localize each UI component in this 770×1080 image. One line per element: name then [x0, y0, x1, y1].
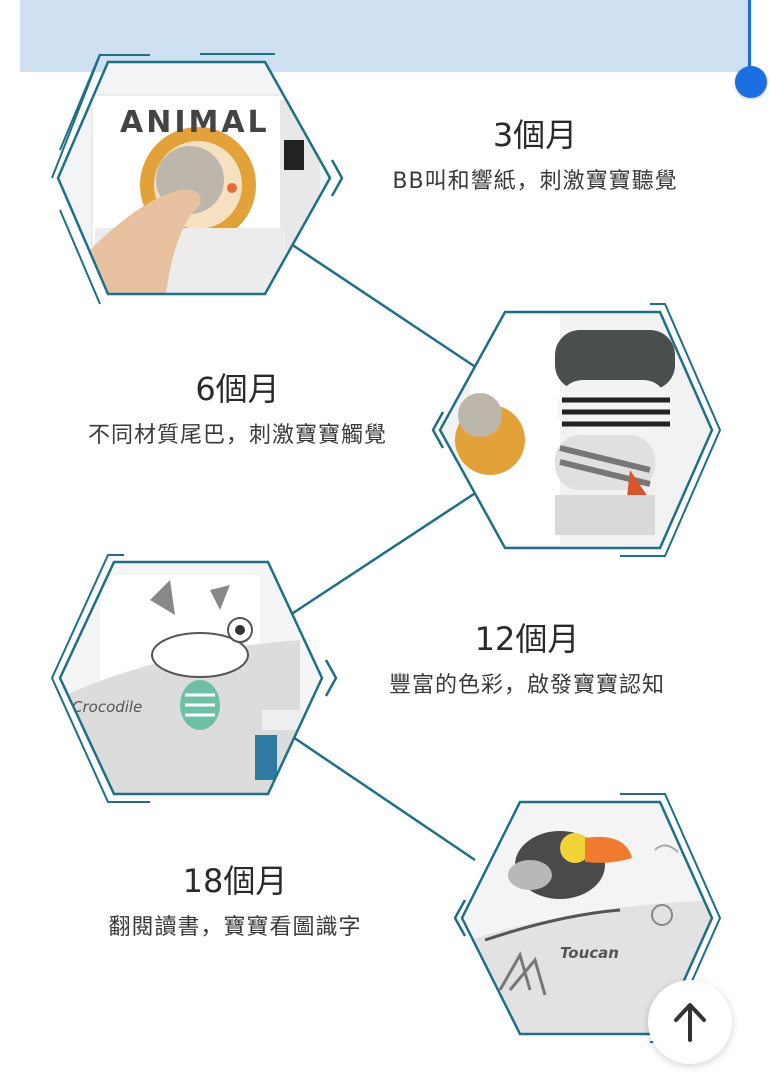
- scroll-to-top-button[interactable]: [648, 980, 732, 1064]
- scrollbar-track[interactable]: [748, 0, 751, 82]
- stage-title: 12個月: [474, 620, 580, 658]
- connector-lines: [284, 238, 481, 862]
- photo-label-animal: ANIMAL: [120, 105, 270, 140]
- stage-18-months: 18個月 翻閱讀書，寶寶看圖識字: [70, 862, 400, 941]
- stage-description: 翻閱讀書，寶寶看圖識字: [108, 915, 362, 941]
- stage-6-months: 6個月 不同材質尾巴，刺激寶寶觸覺: [55, 370, 420, 449]
- stage-title: 18個月: [182, 862, 288, 900]
- stage-description: BB叫和響紙，刺激寶寶聽覺: [392, 169, 678, 195]
- hexagon-photo-6-months: [431, 303, 722, 557]
- scrollbar-thumb[interactable]: [735, 66, 767, 98]
- photo-label-toucan: Toucan: [560, 944, 619, 962]
- stage-description: 不同材質尾巴，刺激寶寶觸覺: [87, 423, 387, 449]
- stage-title: 6個月: [195, 370, 280, 408]
- stage-title: 3個月: [492, 116, 578, 154]
- stage-3-months: 3個月 BB叫和響紙，刺激寶寶聽覺: [360, 116, 710, 195]
- stage-12-months: 12個月 豐富的色彩，啟發寶寶認知: [352, 620, 702, 699]
- hexagon-photo-12-months: Crocodile: [50, 554, 338, 803]
- hexagon-photo-3-months: ANIMAL: [51, 53, 344, 305]
- photo-label-crocodile: Crocodile: [72, 698, 142, 716]
- stage-description: 豐富的色彩，啟發寶寶認知: [388, 673, 665, 699]
- arrow-up-icon: [674, 1003, 706, 1042]
- top-banner: [20, 0, 750, 72]
